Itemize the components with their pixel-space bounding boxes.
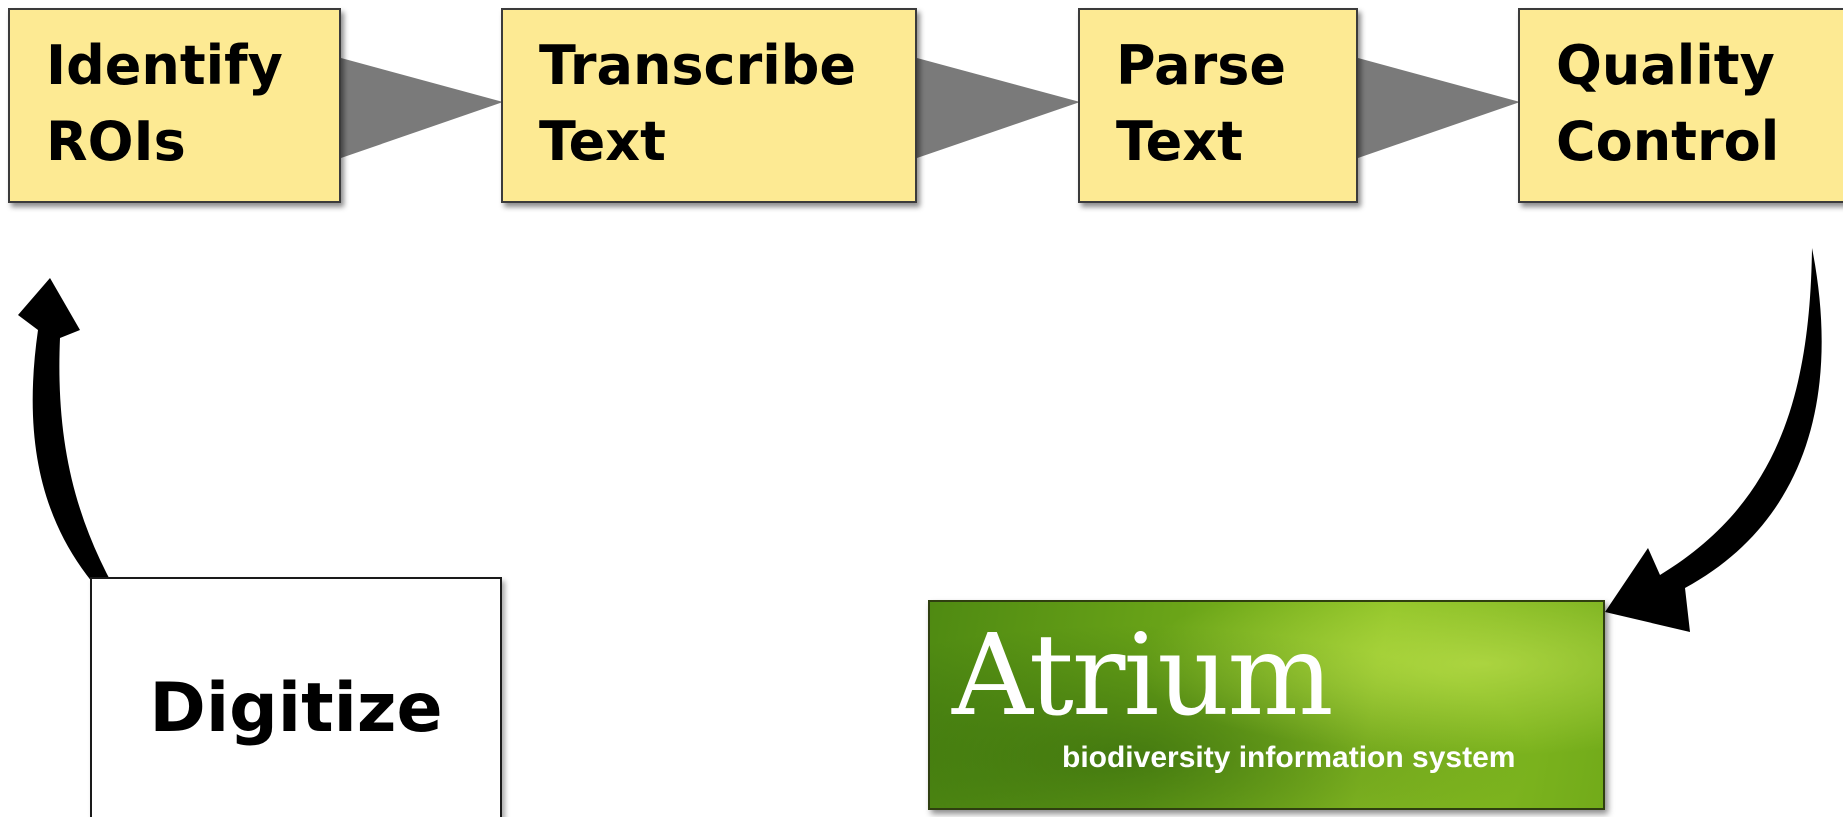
curved-arrow-digitize-to-identify: [18, 278, 140, 630]
atrium-logo: Atrium biodiversity information system: [928, 600, 1605, 810]
step-label-line-1: Quality: [1556, 34, 1775, 97]
step-label-line-1: Transcribe: [539, 34, 856, 97]
step-label-line-2: Text: [1116, 110, 1243, 173]
atrium-logo-tagline: biodiversity information system: [1062, 741, 1516, 774]
step-label-line-1: Parse: [1116, 34, 1286, 97]
step-label-line-2: ROIs: [46, 110, 186, 173]
curved-arrow-quality-to-atrium: [1605, 248, 1822, 632]
step-label-line-2: Control: [1556, 110, 1780, 173]
connector-3-4: [1358, 58, 1520, 158]
step-label-line-1: Identify: [46, 34, 283, 97]
step-identify-rois: Identify ROIs: [8, 8, 341, 203]
digitize-box: Digitize: [90, 577, 502, 817]
step-parse-text: Parse Text: [1078, 8, 1358, 203]
step-quality-control: Quality Control: [1518, 8, 1843, 203]
step-label-line-2: Text: [539, 110, 666, 173]
connector-1-2: [341, 58, 503, 158]
connector-2-3: [917, 58, 1080, 158]
digitize-label: Digitize: [149, 669, 443, 748]
step-transcribe-text: Transcribe Text: [501, 8, 917, 203]
atrium-logo-name: Atrium: [952, 611, 1334, 741]
